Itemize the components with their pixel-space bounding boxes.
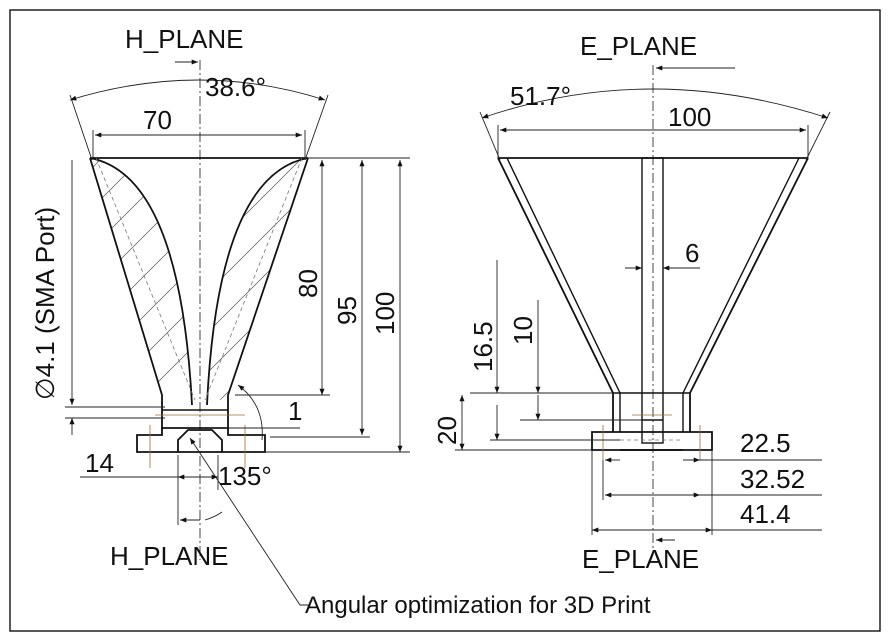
e-dim-41-4: 41.4 bbox=[740, 499, 791, 529]
h-dim-14: 14 bbox=[85, 448, 114, 478]
port-diameter: ∅4.1 (SMA Port) bbox=[30, 207, 60, 400]
e-flare-angle: 51.7° bbox=[510, 81, 571, 111]
drawing-frame bbox=[9, 9, 881, 632]
print-optimization-note: Angular optimization for 3D Print bbox=[305, 592, 651, 619]
h-right-outer-wall bbox=[227, 157, 309, 430]
h-dim-100: 100 bbox=[370, 292, 400, 335]
e-left-outer-wall bbox=[497, 157, 614, 432]
h-plane-view: H_PLANE 38.6° 70 80 95 100 ∅4.1 (SMA Por… bbox=[30, 24, 651, 619]
annotation-leader bbox=[189, 437, 310, 606]
e-dim-16-5: 16.5 bbox=[468, 321, 498, 372]
h-angle-135: 135° bbox=[218, 461, 272, 491]
e-plane-view: E_PLANE 51.7° 100 6 16.5 10 20 22.5 32.5… bbox=[432, 31, 831, 574]
h-base-flange bbox=[136, 427, 266, 453]
h-dim-80: 80 bbox=[293, 269, 323, 298]
e-plane-label-bottom: E_PLANE bbox=[582, 544, 699, 574]
h-plane-label-top: H_PLANE bbox=[125, 24, 244, 54]
h-aperture-width: 70 bbox=[143, 105, 172, 135]
h-flare-angle: 38.6° bbox=[205, 72, 266, 102]
h-dim-1: 1 bbox=[288, 396, 302, 426]
h-right-inner-curve bbox=[206, 157, 309, 406]
e-dim-22-5: 22.5 bbox=[740, 428, 791, 458]
e-dim-6: 6 bbox=[685, 238, 699, 268]
e-plane-label-top: E_PLANE bbox=[580, 31, 697, 61]
h-left-inner-curve bbox=[89, 157, 193, 406]
h-left-outer-wall bbox=[89, 157, 163, 430]
e-dim-32-52: 32.52 bbox=[740, 464, 805, 494]
h-port-cavity bbox=[177, 429, 223, 452]
h-dim-95: 95 bbox=[332, 296, 362, 325]
e-base-flange bbox=[591, 431, 713, 451]
e-feed-probe bbox=[641, 157, 664, 444]
e-dim-20: 20 bbox=[432, 416, 462, 445]
e-aperture-width: 100 bbox=[668, 102, 711, 132]
e-right-outer-wall bbox=[689, 157, 809, 432]
e-dim-10: 10 bbox=[508, 316, 538, 345]
h-plane-label-bottom: H_PLANE bbox=[110, 541, 229, 571]
